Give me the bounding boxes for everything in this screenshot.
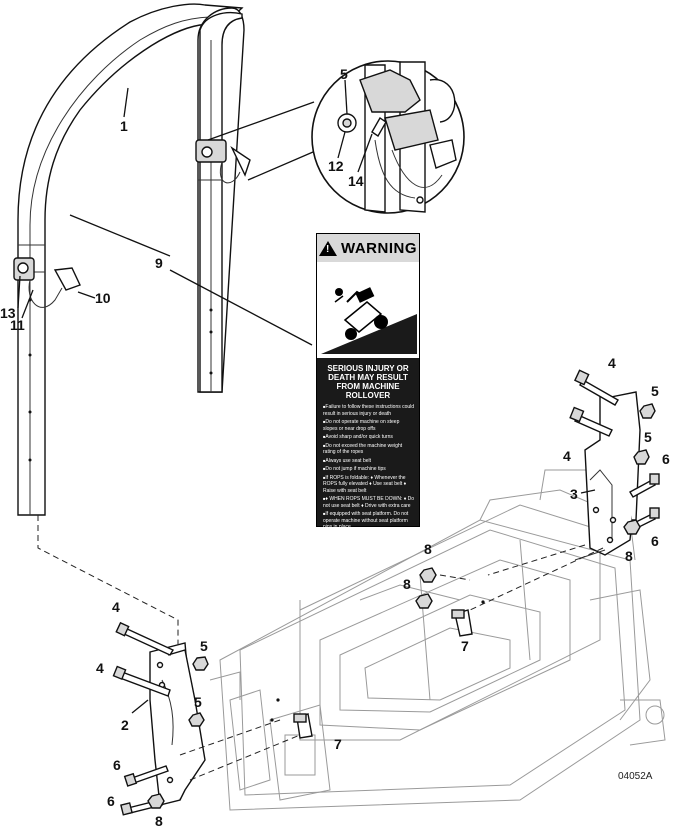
callout-5-right-top: 5 [651,383,659,399]
callout-4-left-top: 4 [112,599,120,615]
callout-5-detail: 5 [340,66,348,82]
warning-decal-header: ! WARNING [317,234,419,262]
callout-11: 11 [10,317,25,333]
callout-3: 3 [570,486,578,502]
warning-item: Do not exceed the machine weight rating … [323,443,415,456]
warning-decal: ! WARNING SERIOUS INJURY OR DEATH MAY RE… [316,233,420,542]
callout-5-right-mid: 5 [644,429,652,445]
callout-6-left-top: 6 [113,757,121,773]
warning-item: If equipped with seat platform. Do not o… [323,511,415,531]
callout-8-frame-mid: 8 [403,576,411,592]
warning-decal-list: Failure to follow these instructions cou… [317,404,419,531]
warning-item: Do not operate machine on steep slopes o… [323,419,415,432]
callout-14: 14 [348,173,364,189]
callout-5-left-mid: 5 [194,694,202,710]
warning-item: Always use seat belt [323,458,415,465]
leader-lines [17,79,596,714]
callout-4-right-mid: 4 [563,448,571,464]
mount-bracket-right [569,369,660,561]
latch-detail-view [311,60,465,214]
callout-8-right: 8 [625,548,633,564]
machine-frame [209,469,666,811]
rops-hoop [13,3,251,516]
warning-item: Do not jump if machine tips [323,466,415,473]
warning-triangle-icon: ! [319,240,337,256]
warning-item: Avoid sharp and/or quick turns [323,434,415,441]
callout-labels: 1 9 10 13 11 5 12 14 4 5 5 4 6 3 6 8 8 8… [0,66,670,829]
callout-7-left: 7 [334,736,342,752]
callout-4-right-top: 4 [608,355,616,371]
warning-decal-title: SERIOUS INJURY OR DEATH MAY RESULT FROM … [327,364,409,400]
warning-item: Failure to follow these instructions cou… [323,404,415,417]
warning-decal-part-code: 286304000 [387,535,413,542]
callout-8-left: 8 [155,813,163,829]
callout-9: 9 [155,255,163,271]
frame-hardware [270,567,485,739]
rollover-pictogram [317,262,419,358]
callout-13: 13 [0,305,16,321]
warning-item: If ROPS is foldable: ♦ Whenever the ROPS… [323,475,415,495]
callout-5-left-top: 5 [200,638,208,654]
callout-7-frame: 7 [461,638,469,654]
mount-bracket-left [112,621,209,816]
warning-decal-heading: WARNING [341,239,417,257]
callout-1: 1 [120,118,128,134]
callout-6-right-bottom: 6 [651,533,659,549]
callout-10: 10 [95,290,111,306]
assembly-lines [37,515,604,781]
warning-item: ♦ WHEN ROPS MUST BE DOWN: ♦ Do not use s… [323,496,415,509]
callout-6-left-bottom: 6 [107,793,115,809]
callout-8-frame-top: 8 [424,541,432,557]
callout-2: 2 [121,717,129,733]
callout-6-right-top: 6 [662,451,670,467]
figure-id: 04052A [618,771,653,782]
callout-4-left-mid: 4 [96,660,104,676]
callout-12: 12 [328,158,344,174]
